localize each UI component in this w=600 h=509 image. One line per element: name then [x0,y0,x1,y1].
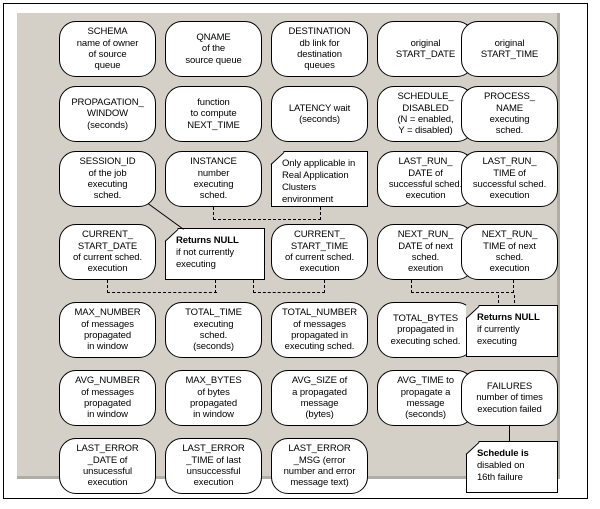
connector-instance-down [213,207,214,220]
connector-next-run-date-down [411,280,412,293]
connector-null-executing-stub-left [498,295,499,303]
note-null-not-executing-fold-icon [165,228,178,241]
note-schedule-disabled-fold-icon [466,441,479,454]
connector-null-executing-stub-right [514,295,515,303]
node-schedule-disabled: SCHEDULE_DISABLED(N = enabled,Y = disabl… [377,86,474,142]
connector-current-start-date-callout [107,292,217,293]
connector-next-run-bracket [411,292,514,293]
connector-next-run-time-down [513,280,514,293]
node-propagation-window-label: PROPAGATION_WINDOW(seconds) [71,96,144,131]
note-rac-fold-icon [271,151,284,164]
connector-rac-up [320,207,321,220]
note-null-executing-fold-icon [466,305,479,318]
node-schedule-disabled-label: SCHEDULE_DISABLED(N = enabled,Y = disabl… [397,91,454,137]
node-latency-label: LATENCY wait(seconds) [288,102,351,125]
connector-failures-disabled [509,426,510,442]
node-latency: LATENCY wait(seconds) [271,86,368,142]
node-propagation-window: PROPAGATION_WINDOW(seconds) [59,86,156,142]
connector-callout-current-start-time [253,292,325,293]
connector-instance-rac [213,219,321,220]
connector-session-id-callout [147,203,184,230]
connector-callout-down-right [253,280,254,293]
connector-current-start-time-down [324,280,325,293]
connector-callout-down-left [215,280,216,293]
connector-current-start-date-down [107,280,108,293]
